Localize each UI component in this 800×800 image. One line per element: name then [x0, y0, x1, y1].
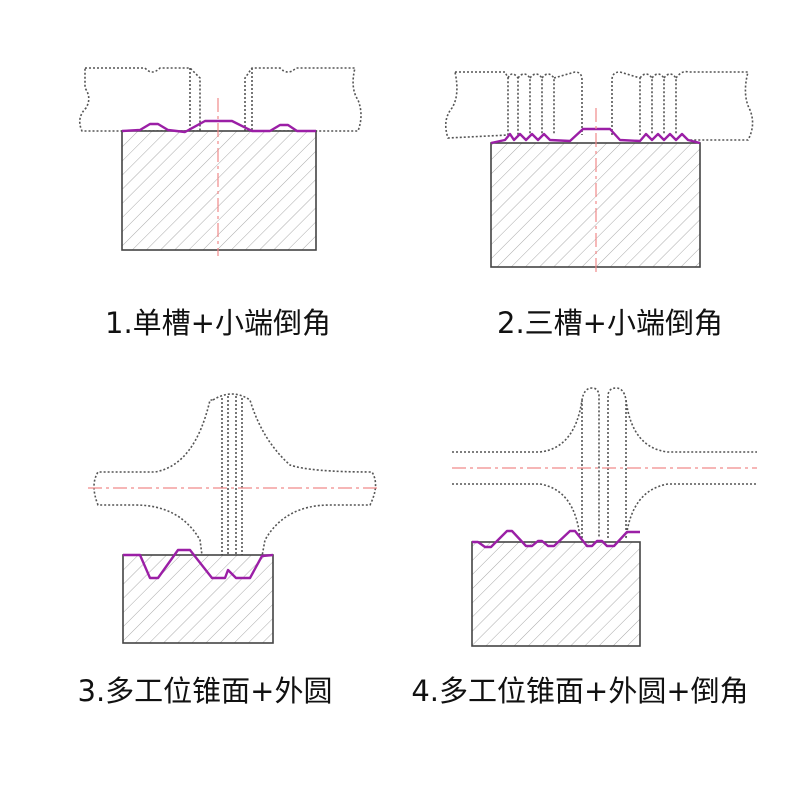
- panel-4-multi-station-cone-chamfer: 4.多工位锥面+外圆+倒角: [411, 387, 757, 708]
- workpiece: [471, 541, 641, 647]
- left-grinding-wheel: [444, 71, 509, 139]
- left-grinding-wheel: [78, 67, 201, 132]
- ground-profile: [472, 529, 640, 549]
- left-wheel-ribs: [507, 71, 583, 135]
- panel-1-label: 1.单槽+小端倒角: [105, 306, 331, 340]
- panel-2-triple-groove: 2.三槽+小端倒角: [444, 70, 754, 340]
- panel-3-multi-station-cone: 3.多工位锥面+外圆: [78, 393, 380, 708]
- panel-1-single-groove: 1.单槽+小端倒角: [78, 67, 362, 340]
- workpiece: [122, 554, 274, 644]
- panel-3-label: 3.多工位锥面+外圆: [78, 674, 333, 708]
- right-grinding-wheel: [611, 70, 754, 141]
- ground-profile: [123, 548, 274, 580]
- grinding-wheel: [93, 393, 377, 579]
- right-grinding-wheel: [244, 67, 362, 132]
- ground-profile: [121, 119, 316, 134]
- workpiece: [121, 130, 317, 251]
- panel-4-label: 4.多工位锥面+外圆+倒角: [411, 674, 748, 708]
- grinding-wheel: [452, 387, 757, 539]
- panel-2-label: 2.三槽+小端倒角: [497, 306, 723, 340]
